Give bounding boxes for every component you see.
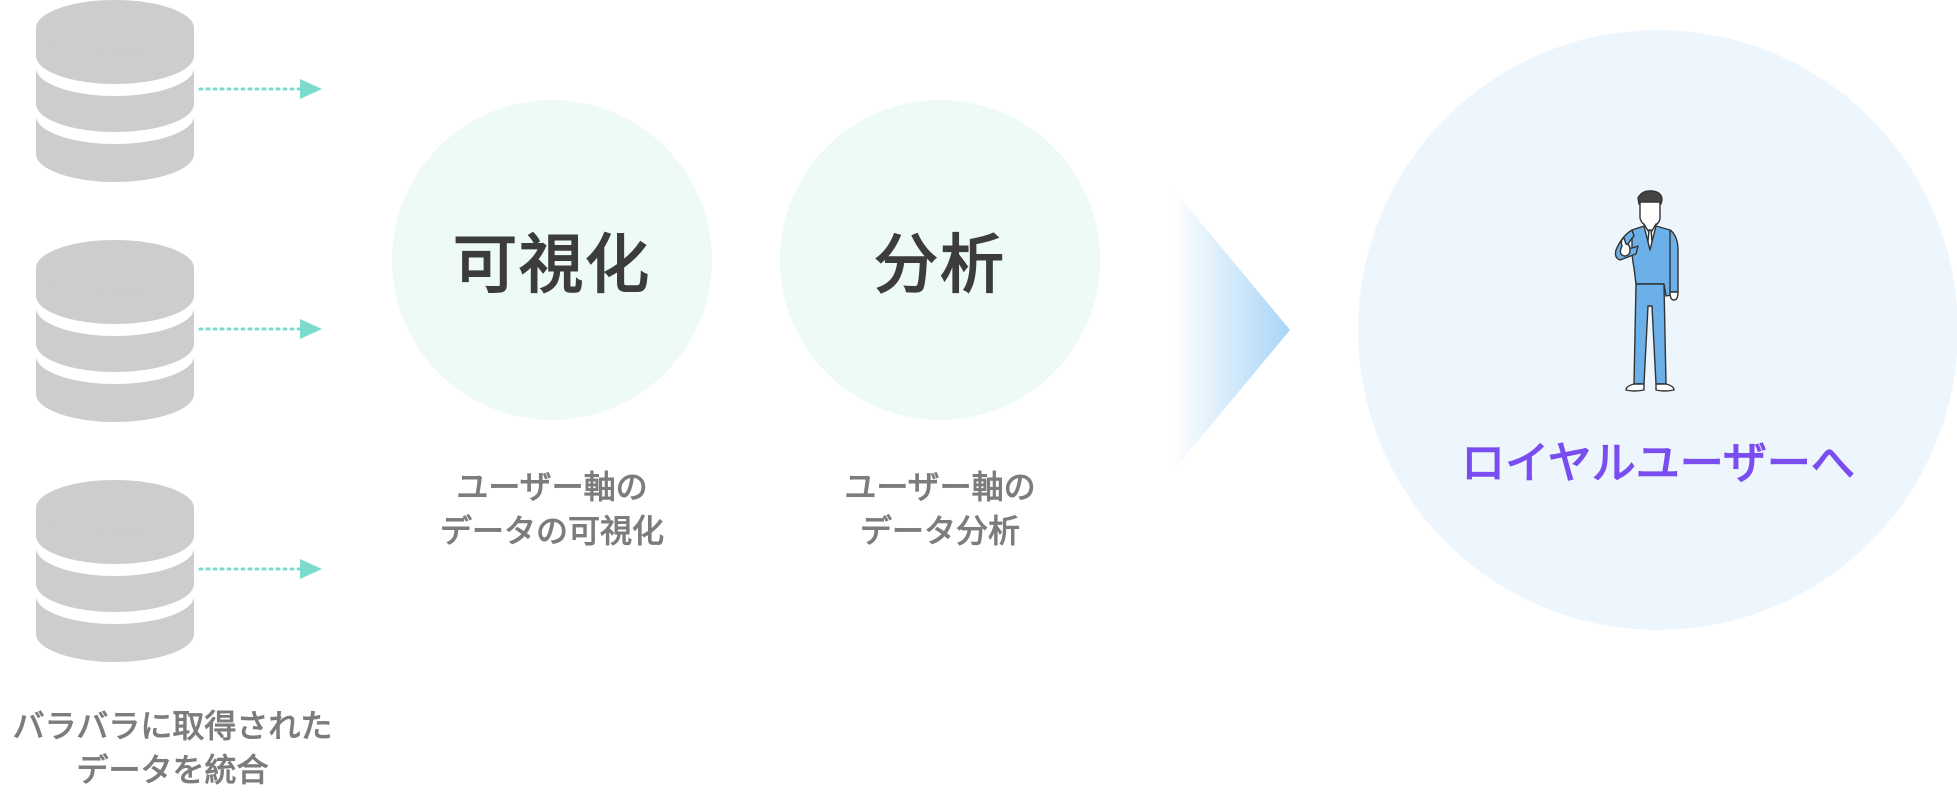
source-caption-line-1: バラバラに取得された [12,707,333,745]
database-icon [36,480,194,662]
businessman-icon [1614,190,1679,392]
step-visualization-caption-line-1: ユーザー軸の [456,468,648,506]
step-visualization-caption-line-2: データの可視化 [439,512,664,550]
chevron-right-icon [1172,188,1290,472]
step-analysis-caption-line-2: データ分析 [859,512,1020,550]
goal-label: ロイヤルユーザーへ [1461,438,1855,489]
database-icon [36,240,194,422]
step-visualization-title: 可視化 [453,229,651,303]
step-analysis-title: 分析 [874,229,1006,303]
step-visualization-circle: 可視化 [392,100,712,420]
source-caption: バラバラに取得された データを統合 [0,704,345,792]
dotted-arrow-icon [198,559,322,579]
step-analysis-caption: ユーザー軸の データ分析 [780,465,1100,553]
step-analysis-caption-line-1: ユーザー軸の [844,468,1036,506]
step-visualization-caption: ユーザー軸の データの可視化 [392,465,712,553]
source-caption-line-2: データを統合 [76,751,269,789]
dotted-arrow-icon [198,79,322,99]
database-icon [36,0,194,182]
step-analysis-circle: 分析 [780,100,1100,420]
dotted-arrow-icon [198,319,322,339]
